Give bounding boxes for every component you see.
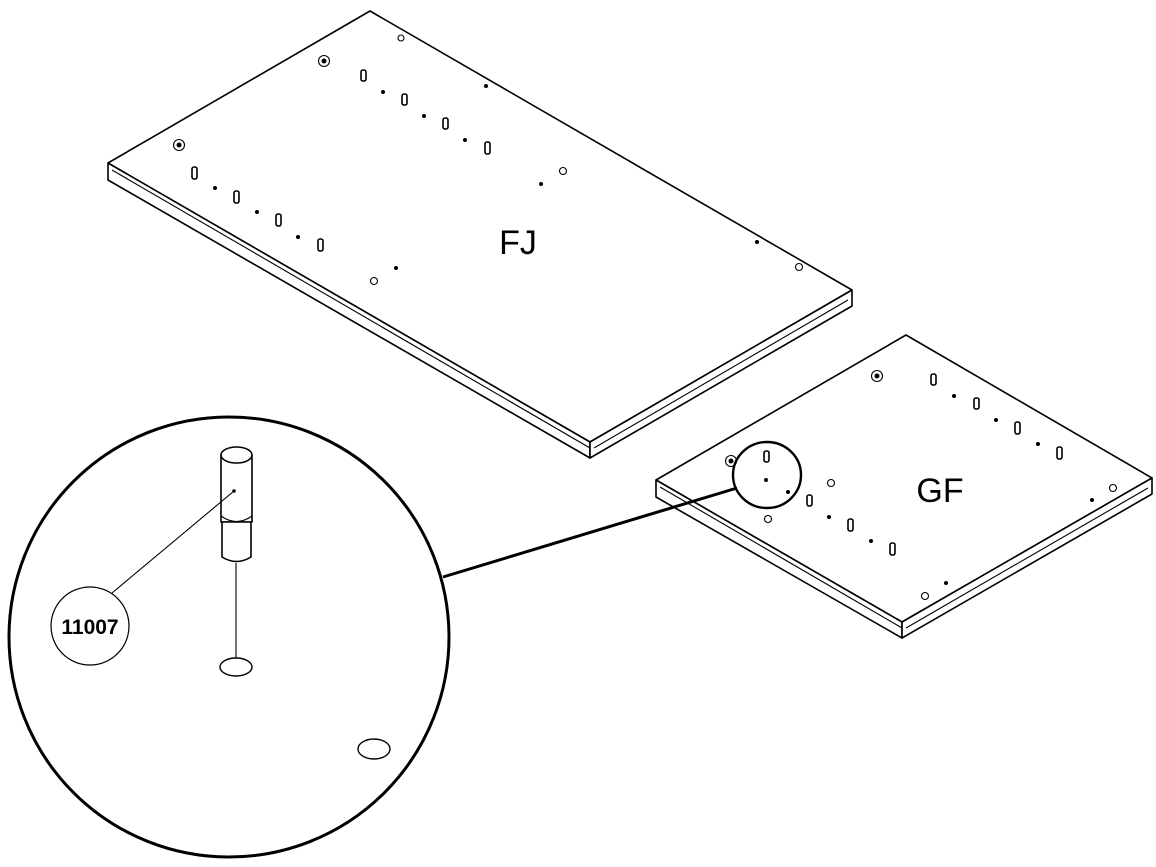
part-number-bubble (50, 586, 130, 666)
panel-fj: FJ (107, 10, 853, 459)
detail-leader-line (442, 486, 738, 579)
dowel-row (360, 69, 491, 155)
detail-marker-circle (731, 440, 803, 510)
cam-lock-icon (172, 138, 186, 152)
panel-fj-top-face (107, 10, 853, 443)
hole (357, 738, 391, 760)
panel-fj-label: FJ (499, 224, 537, 262)
dowel-row (763, 450, 896, 556)
panel-gf: GF (655, 334, 1153, 639)
dowel-row (930, 373, 1063, 460)
cam-lock-icon (317, 54, 331, 68)
dowel-row (191, 166, 324, 252)
panel-gf-top-face (655, 334, 1153, 623)
dowel-hole (219, 657, 253, 677)
cam-lock-icon (870, 369, 884, 383)
detail-magnifier: 11007 (7, 415, 451, 859)
dowel-pin-icon (220, 446, 253, 563)
panel-gf-label: GF (916, 472, 963, 510)
part-number-label: 11007 (61, 616, 118, 639)
